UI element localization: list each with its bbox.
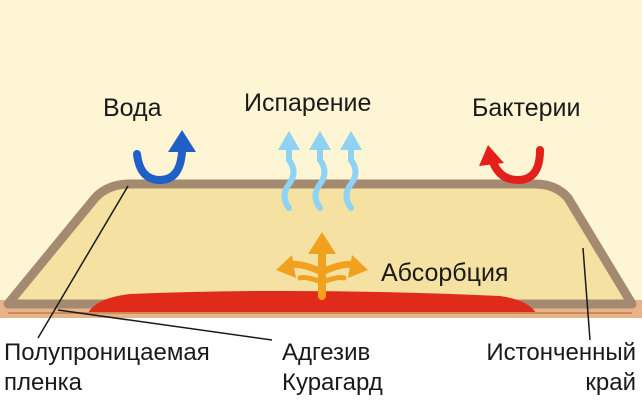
absorption-arrows-icon xyxy=(276,232,368,300)
evaporation-arrows-icon xyxy=(278,131,362,211)
leader-film xyxy=(37,185,129,339)
bacteria-label: Бактерии xyxy=(472,94,580,122)
water-arrow-icon xyxy=(133,130,196,185)
leader-lines xyxy=(37,185,591,341)
evaporation-label: Испарение xyxy=(244,89,371,117)
leader-edge xyxy=(582,247,591,341)
leader-adhesive xyxy=(57,309,273,341)
edge-label-line1: Истонченный xyxy=(486,339,636,366)
absorption-label: Абсорбция xyxy=(381,259,508,287)
water-label: Вода xyxy=(103,94,162,122)
adhesive-label-line1: Адгезив xyxy=(282,339,370,366)
bacteria-arrow-icon xyxy=(479,145,544,185)
adhesive-label-line2: Курагард xyxy=(282,369,383,396)
wound-area xyxy=(88,290,536,313)
film-label-line1: Полупроницаемая xyxy=(4,339,210,366)
film-label-line2: пленка xyxy=(4,369,83,396)
edge-label-line2: край xyxy=(585,369,636,396)
